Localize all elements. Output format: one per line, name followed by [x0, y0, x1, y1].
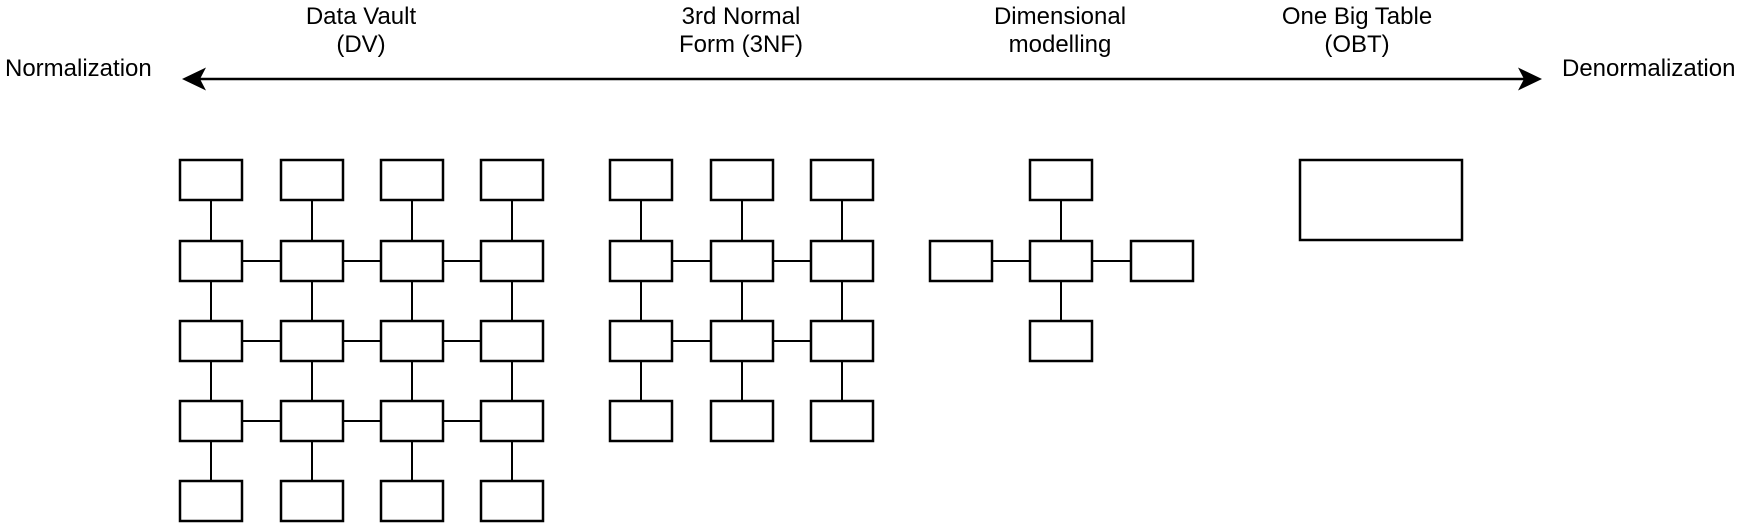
- dimension-table-box: [1028, 319, 1094, 363]
- arrowhead-right-icon: [1518, 67, 1542, 91]
- table-box: [178, 319, 244, 363]
- table-box: [279, 399, 345, 443]
- table-box: [709, 158, 775, 202]
- table-box: [279, 158, 345, 202]
- approach-label-obt: One Big Table(OBT): [1282, 3, 1432, 59]
- table-box: [479, 239, 545, 283]
- approach-label-line: 3rd Normal: [681, 3, 801, 30]
- table-box: [479, 479, 545, 523]
- table-box: [709, 319, 775, 363]
- table-box: [608, 239, 674, 283]
- axis-left-label: Normalization: [5, 55, 152, 82]
- table-box: [479, 158, 545, 202]
- table-box: [178, 399, 244, 443]
- table-box: [809, 158, 875, 202]
- table-box: [379, 399, 445, 443]
- table-box: [809, 319, 875, 363]
- approach-label-line: modelling: [1008, 31, 1112, 58]
- table-box: [709, 399, 775, 443]
- table-box: [479, 319, 545, 363]
- dimension-table-box: [1028, 158, 1094, 202]
- approach-label-line: Dimensional: [993, 3, 1127, 30]
- table-box: [178, 158, 244, 202]
- table-box: [809, 399, 875, 443]
- fact-table-box: [1028, 239, 1094, 283]
- approach-label-line: (OBT): [1324, 31, 1390, 58]
- table-box: [178, 239, 244, 283]
- approach-label-line: Data Vault: [305, 3, 417, 30]
- dimension-table-box: [928, 239, 994, 283]
- table-box: [379, 158, 445, 202]
- big-table-box: [1298, 158, 1464, 242]
- schema-dimensional: [928, 158, 1195, 363]
- table-box: [608, 319, 674, 363]
- table-box: [709, 239, 775, 283]
- approach-label-data-vault: Data Vault(DV): [306, 3, 416, 59]
- table-box: [479, 399, 545, 443]
- approach-label-line: One Big Table: [1281, 3, 1433, 30]
- table-box: [379, 479, 445, 523]
- arrowhead-left-icon: [182, 67, 206, 91]
- table-box: [279, 239, 345, 283]
- approach-label-line: (DV): [336, 31, 386, 58]
- schema-data-vault: [178, 158, 545, 523]
- dimension-table-box: [1129, 239, 1195, 283]
- schema-3nf: [608, 158, 875, 443]
- spectrum-arrow: [182, 67, 1542, 91]
- table-box: [608, 158, 674, 202]
- table-box: [809, 239, 875, 283]
- table-box: [279, 319, 345, 363]
- axis-right-label: Denormalization: [1562, 55, 1736, 82]
- table-box: [379, 319, 445, 363]
- table-box: [279, 479, 345, 523]
- table-box: [608, 399, 674, 443]
- schema-obt: [1298, 158, 1464, 242]
- table-box: [178, 479, 244, 523]
- table-box: [379, 239, 445, 283]
- approach-label-line: Form (3NF): [679, 31, 803, 58]
